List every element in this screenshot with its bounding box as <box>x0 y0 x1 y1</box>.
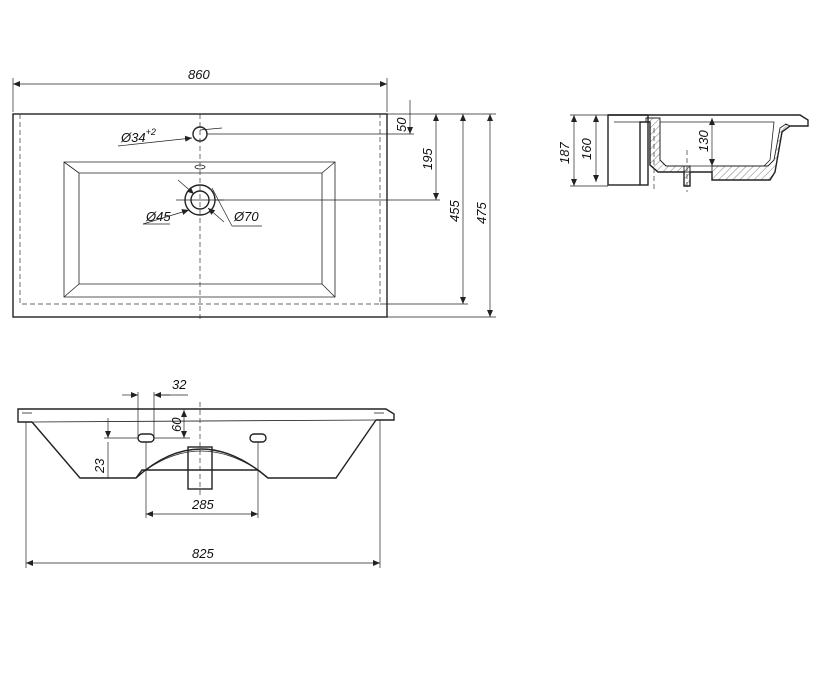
dim-depth-outer: 475 <box>474 202 489 224</box>
dim-slot-width: 32 <box>172 377 187 392</box>
dim-tap-offset: 50 <box>394 117 409 132</box>
overflow-slot-right <box>249 433 267 443</box>
hidden-outline <box>19 114 381 305</box>
front-rim <box>17 408 395 423</box>
label-tap-dia: Ø34+2 <box>120 127 156 145</box>
bowl-inner <box>78 172 323 285</box>
dim-side-total: 187 <box>557 142 572 164</box>
label-drain-small: Ø45 <box>145 209 171 224</box>
section-hatch <box>645 117 691 173</box>
overflow-hole <box>194 164 206 170</box>
dim-bowl-depth: 130 <box>696 130 711 152</box>
dim-drain-offset: 195 <box>420 148 435 170</box>
side-view: 187 160 130 <box>557 114 809 192</box>
back-wall <box>607 114 649 186</box>
dim-slot-spacing: 285 <box>191 497 214 512</box>
dim-side-body: 160 <box>579 138 594 160</box>
bowl-outer <box>63 161 336 298</box>
dim-base-width: 825 <box>192 546 214 561</box>
dim-slot-height: 60 <box>169 417 184 432</box>
top-view: 860 50 195 455 475 Ø34+2 Ø45 Ø70 <box>12 67 496 322</box>
dim-edge-thickness: 23 <box>92 458 107 474</box>
overflow-slot-left <box>137 433 155 443</box>
label-drain-large: Ø70 <box>233 209 259 224</box>
dim-depth-inner: 455 <box>447 200 462 222</box>
front-view: 32 60 23 285 825 <box>17 377 395 568</box>
dim-width: 860 <box>188 67 210 82</box>
